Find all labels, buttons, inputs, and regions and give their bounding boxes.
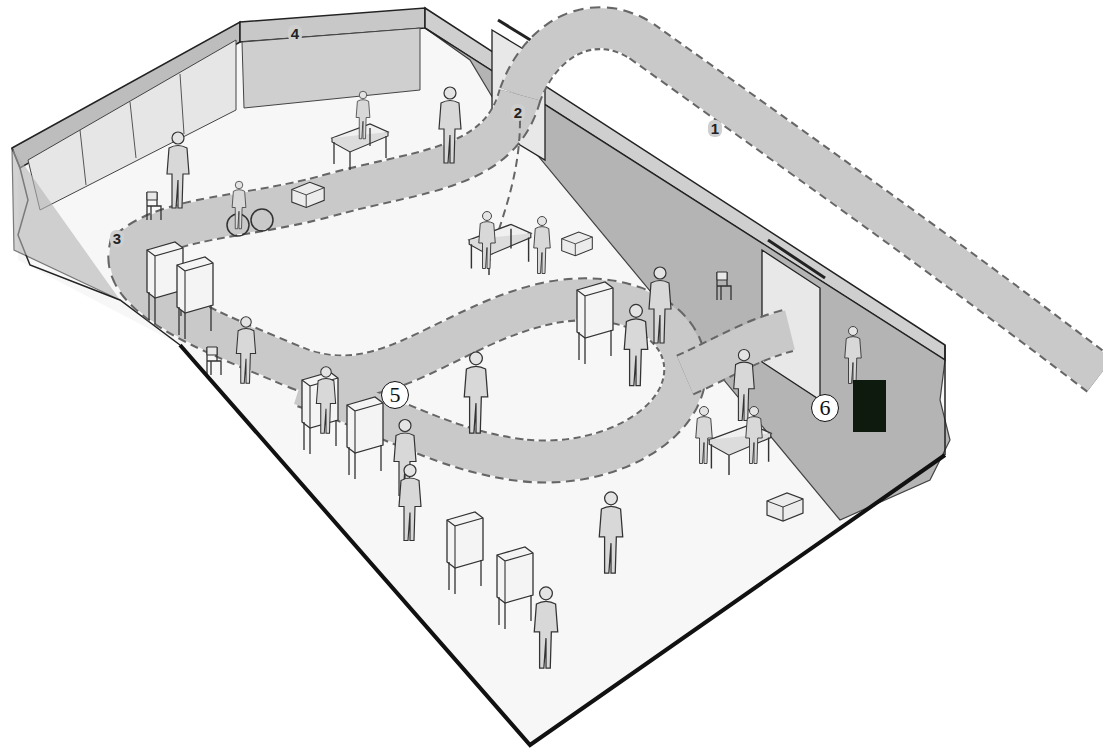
callout-number: 2 <box>511 104 525 121</box>
callout-number: 3 <box>110 230 124 247</box>
people <box>167 87 861 668</box>
callout-number: 1 <box>708 120 722 137</box>
callout-number: 4 <box>288 25 302 42</box>
callout-number: 6 <box>811 394 839 422</box>
voter-path <box>129 28 1100 461</box>
marker-rectangle <box>853 380 886 432</box>
furniture <box>147 124 803 629</box>
callout-number: 5 <box>381 381 409 409</box>
